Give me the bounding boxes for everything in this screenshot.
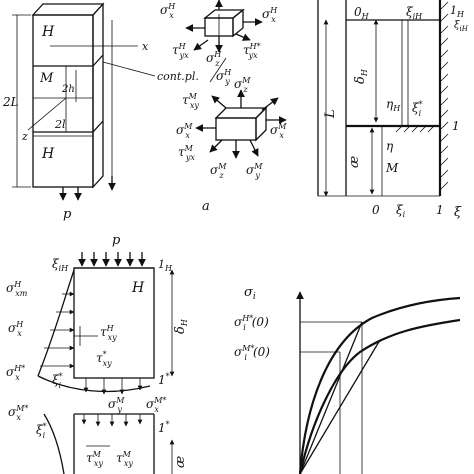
- label-delta-H: δH: [353, 68, 369, 84]
- column-top-face: [31, 3, 105, 16]
- axis-label-xi: ξ: [454, 205, 462, 220]
- label-1-star: 1*: [158, 372, 170, 387]
- block-label-h-top: H: [41, 24, 55, 40]
- load-arrows: [78, 252, 146, 267]
- axis-label-0: 0: [372, 203, 380, 217]
- panel-c-kappa: æ: [173, 456, 188, 468]
- dim-2L-label: 2L: [2, 95, 19, 109]
- load-label: p: [63, 207, 72, 222]
- panel-c-delta-H: δH: [173, 318, 189, 334]
- label-eta-H: ηH: [386, 97, 401, 113]
- label-kappa: æ: [347, 156, 362, 168]
- label-0H: 0H: [354, 5, 370, 21]
- axis-label-xi-i: ξi: [396, 203, 406, 219]
- label-1H: 1H: [450, 4, 465, 19]
- stress-element-bottom: [195, 89, 287, 159]
- axis-label-1: 1: [436, 203, 444, 217]
- label-eta: η: [386, 139, 394, 153]
- dim-2h-label: 2h: [61, 84, 75, 95]
- label-sigma-x-M-star-left: σM*x: [8, 404, 28, 422]
- panel-a-caption: a: [202, 199, 210, 214]
- label-sigma-x-M-star-top: σM*x: [146, 396, 166, 414]
- label-xi-star-c: ξ*i: [52, 372, 63, 390]
- panel-d-sigma-M-star: σM*i(0): [234, 344, 270, 362]
- panel-c-1H: 1H: [158, 258, 173, 273]
- block-label-h-bottom: H: [41, 146, 55, 162]
- secant-line-1: [299, 321, 363, 474]
- curve-lower: [298, 318, 461, 474]
- block-label-m: M: [39, 71, 54, 86]
- panel-c-load: p: [112, 233, 121, 248]
- z-axis-line: [27, 97, 67, 131]
- right-wall-hatch: [439, 1, 449, 191]
- dim-2l-label: 2l: [54, 118, 66, 131]
- contact-hatch: [395, 125, 435, 133]
- label-L-bar: L: [323, 109, 338, 119]
- label-sigma-x-H-star: σH*x: [6, 364, 25, 382]
- panel-c-block-h-label: H: [131, 280, 145, 296]
- label-M: M: [385, 161, 399, 175]
- label-xi-iH-top: ξiH: [406, 5, 423, 21]
- label-tau-xy-star: τ*xy: [96, 350, 112, 368]
- label-1-star-2: 1*: [158, 420, 170, 435]
- contact-plane-leader: [102, 61, 156, 77]
- x-axis-label: x: [142, 40, 149, 53]
- label-1-mid: 1: [452, 119, 460, 133]
- panel-d: σi σH*i(0) σM*i(0): [234, 285, 461, 474]
- panel-d-sigma-H-star: σH*i(0): [234, 314, 269, 332]
- label-xi-star: ξ*i: [412, 100, 423, 118]
- curve-upper: [298, 296, 461, 474]
- label-xi-iH-corner: ξiH: [454, 20, 469, 33]
- stress-element-top: [185, 0, 263, 53]
- stress-top-tau-yx-star: τH*yx: [243, 42, 261, 60]
- panel-d-sigma-i: σi: [244, 285, 256, 302]
- z-axis-label: z: [21, 130, 28, 143]
- panel-c-block-h: [73, 267, 155, 379]
- contact-plane-label: cont.pl.: [157, 70, 199, 83]
- panel-a: x z H M H 2L 2h 2l p cont.pl.: [2, 0, 287, 222]
- label-xi-star-c2: ξ*i: [36, 422, 47, 440]
- column-side-face: [92, 2, 104, 189]
- sigma-x-curve: [37, 269, 75, 377]
- secant-line-2: [299, 339, 381, 474]
- panel-c-xi-iH: ξiH: [52, 257, 69, 273]
- panel-b: 0H ξiH 1H ξiH δH ηH ξ*i 1 æ η M L 0 ξi 1…: [317, 0, 469, 220]
